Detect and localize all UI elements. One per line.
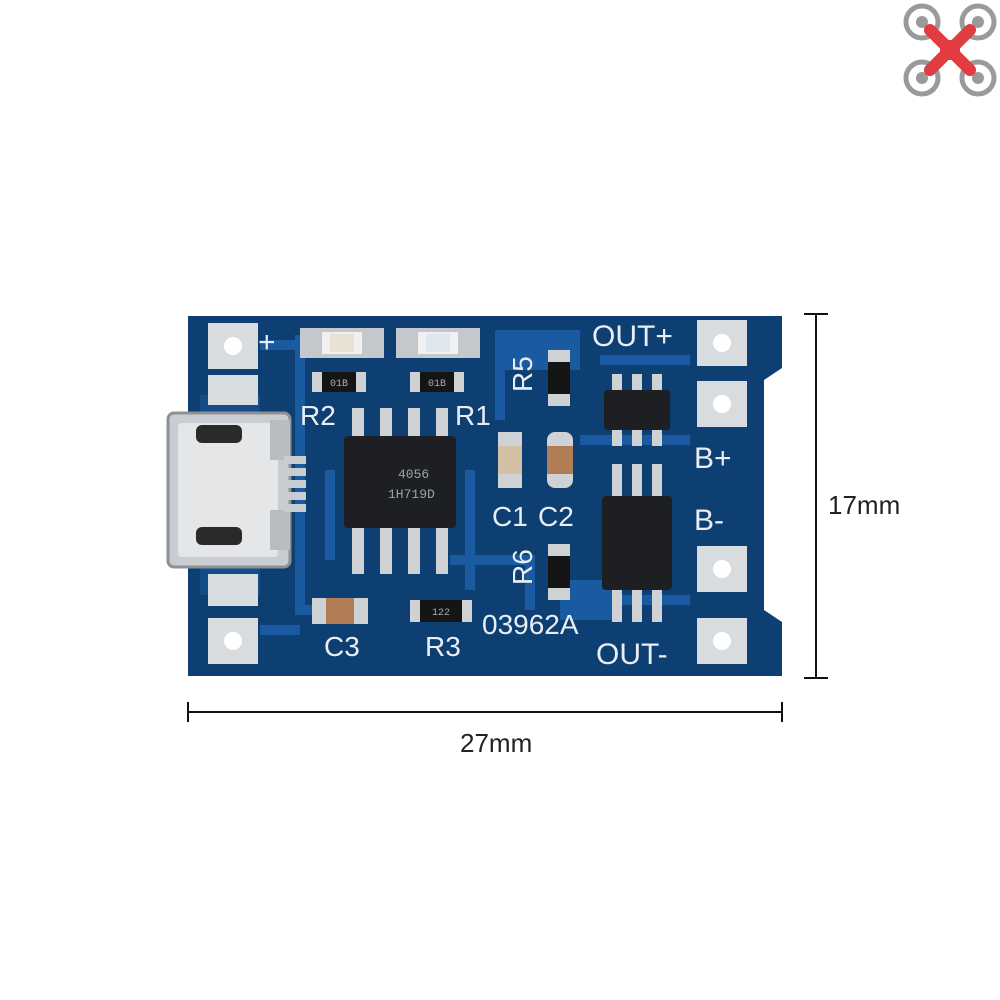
charger-chip: 4056 1H719D — [344, 408, 456, 574]
silk-r3: R3 — [425, 631, 461, 662]
svg-text:122: 122 — [432, 608, 450, 619]
pad-bottom-left — [208, 618, 258, 664]
silk-out-minus: OUT- — [596, 638, 668, 671]
silk-board-code: 03962A — [482, 609, 579, 640]
led-red — [300, 328, 384, 358]
pad-top-left — [208, 323, 258, 369]
mosfet-chip — [602, 464, 672, 622]
silk-c3: C3 — [324, 631, 360, 662]
height-label: 17mm — [828, 490, 900, 520]
resistor-r3: 122 — [410, 600, 472, 622]
silk-b-plus: B+ — [694, 442, 732, 475]
usb-mount-pad-top — [208, 375, 258, 405]
silk-b-minus: B- — [694, 504, 724, 537]
silk-r5: R5 — [507, 356, 538, 392]
usb-mount-pad-bottom — [208, 574, 258, 606]
resistor-r5 — [548, 350, 570, 406]
width-label: 27mm — [460, 728, 532, 758]
svg-text:1H719D: 1H719D — [388, 487, 435, 502]
width-dimension — [187, 702, 783, 722]
capacitor-c1 — [498, 432, 522, 488]
silk-r1: R1 — [455, 400, 491, 431]
svg-text:01B: 01B — [428, 379, 446, 390]
led-blue — [396, 328, 480, 358]
pad-out-plus — [697, 320, 747, 366]
svg-text:4056: 4056 — [398, 467, 429, 482]
pad-b-minus — [697, 546, 747, 592]
silk-out-plus: OUT+ — [592, 320, 673, 353]
resistor-r1: 01B — [410, 372, 464, 392]
micro-usb-connector — [166, 411, 306, 569]
protection-ic — [604, 374, 670, 446]
resistor-r2: 01B — [312, 372, 366, 392]
silk-c1: C1 — [492, 501, 528, 532]
height-dimension — [804, 313, 828, 679]
svg-text:01B: 01B — [330, 379, 348, 390]
silk-c2: C2 — [538, 501, 574, 532]
capacitor-c3 — [312, 598, 368, 624]
resistor-r6 — [548, 544, 570, 600]
silk-plus: + — [258, 326, 276, 359]
silk-r2: R2 — [300, 400, 336, 431]
pad-out-minus — [697, 618, 747, 664]
capacitor-c2 — [547, 432, 573, 488]
silk-r6: R6 — [507, 549, 538, 585]
pad-b-plus — [697, 381, 747, 427]
silkscreen: + R2 R1 R5 R6 C1 C2 C3 R3 03962A OUT+ OU… — [258, 320, 732, 671]
drone-logo-icon — [903, 3, 997, 97]
